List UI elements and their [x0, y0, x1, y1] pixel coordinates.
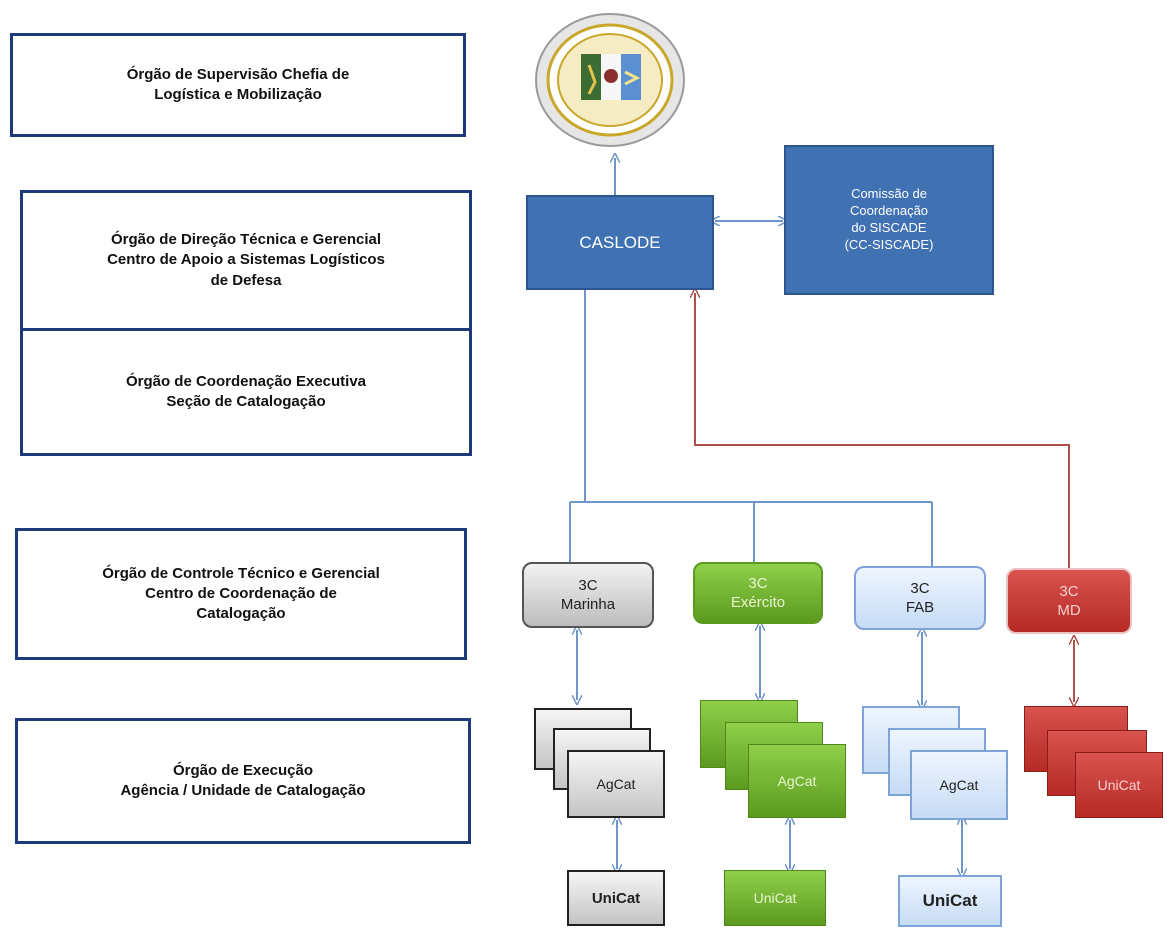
coordination-line-2: Seção de Catalogação [166, 393, 326, 410]
defense-emblem-icon [535, 13, 685, 147]
coordination-line-1: Órgão de Coordenação Executiva [125, 372, 367, 390]
control-line-2: Centro de Coordenação de [145, 584, 337, 602]
center-exercito: 3C Exército [693, 562, 823, 624]
center-marinha: 3C Marinha [522, 562, 654, 628]
supervision-line-1: Órgão de Supervisão Chefia de [126, 65, 350, 83]
direction-line-2: Centro de Apoio a Sistemas Logísticos [107, 251, 385, 269]
agcat-card: AgCat [567, 750, 665, 818]
center-marinha-line-2: Marinha [560, 596, 616, 613]
agcat-card: AgCat [748, 744, 846, 818]
unicat-card: UniCat [1075, 752, 1163, 818]
commission-line-2: Coordenação [849, 203, 929, 219]
direction-line-1: Órgão de Direção Técnica e Gerencial [110, 231, 382, 249]
commission-line-4: (CC-SISCADE) [844, 236, 934, 252]
control-line-1: Órgão de Controle Técnico e Gerencial [102, 564, 380, 582]
control-box: Órgão de Controle Técnico e Gerencial Ce… [15, 528, 467, 660]
agcat-card-label: AgCat [596, 776, 636, 792]
agcat-card: AgCat [910, 750, 1008, 820]
caslode-box: CASLODE [526, 195, 714, 290]
commission-line-3: do SISCADE [851, 220, 927, 235]
center-exercito-line-2: Exército [730, 594, 786, 611]
center-exercito-line-1: 3C [748, 574, 768, 592]
unicat-marinha: UniCat [567, 870, 665, 926]
unicat-fab-label: UniCat [922, 891, 978, 910]
supervision-line-2: Logística e Mobilização [154, 86, 322, 103]
center-marinha-line-1: 3C [578, 576, 598, 594]
center-md-line-1: 3C [1059, 582, 1079, 600]
execution-line-2: Agência / Unidade de Catalogação [120, 782, 366, 799]
caslode-label: CASLODE [579, 232, 661, 252]
commission-line-1: Comissão de [851, 186, 927, 202]
control-line-3: Catalogação [196, 605, 286, 623]
agcat-card-label: AgCat [777, 773, 817, 789]
center-md-line-2: MD [1057, 602, 1081, 619]
unicat-exercito: UniCat [724, 870, 826, 926]
direction-line-3: de Defesa [210, 271, 282, 289]
center-md: 3C MD [1006, 568, 1132, 634]
coordination-box: Órgão de Coordenação Executiva Seção de … [20, 328, 472, 456]
agcat-card-label: AgCat [939, 777, 979, 793]
execution-box: Órgão de Execução Agência / Unidade de C… [15, 718, 471, 844]
execution-line-1: Órgão de Execução [172, 761, 314, 779]
center-fab: 3C FAB [854, 566, 986, 630]
supervision-box: Órgão de Supervisão Chefia de Logística … [10, 33, 466, 137]
center-fab-line-2: FAB [905, 599, 935, 616]
direction-box: Órgão de Direção Técnica e Gerencial Cen… [20, 190, 472, 331]
center-fab-line-1: 3C [910, 579, 930, 597]
cc-siscade-box: Comissão de Coordenação do SISCADE (CC-S… [784, 145, 994, 295]
unicat-card-label: UniCat [1097, 777, 1141, 793]
unicat-marinha-label: UniCat [591, 889, 641, 907]
unicat-fab: UniCat [898, 875, 1002, 927]
unicat-exercito-label: UniCat [753, 890, 797, 906]
